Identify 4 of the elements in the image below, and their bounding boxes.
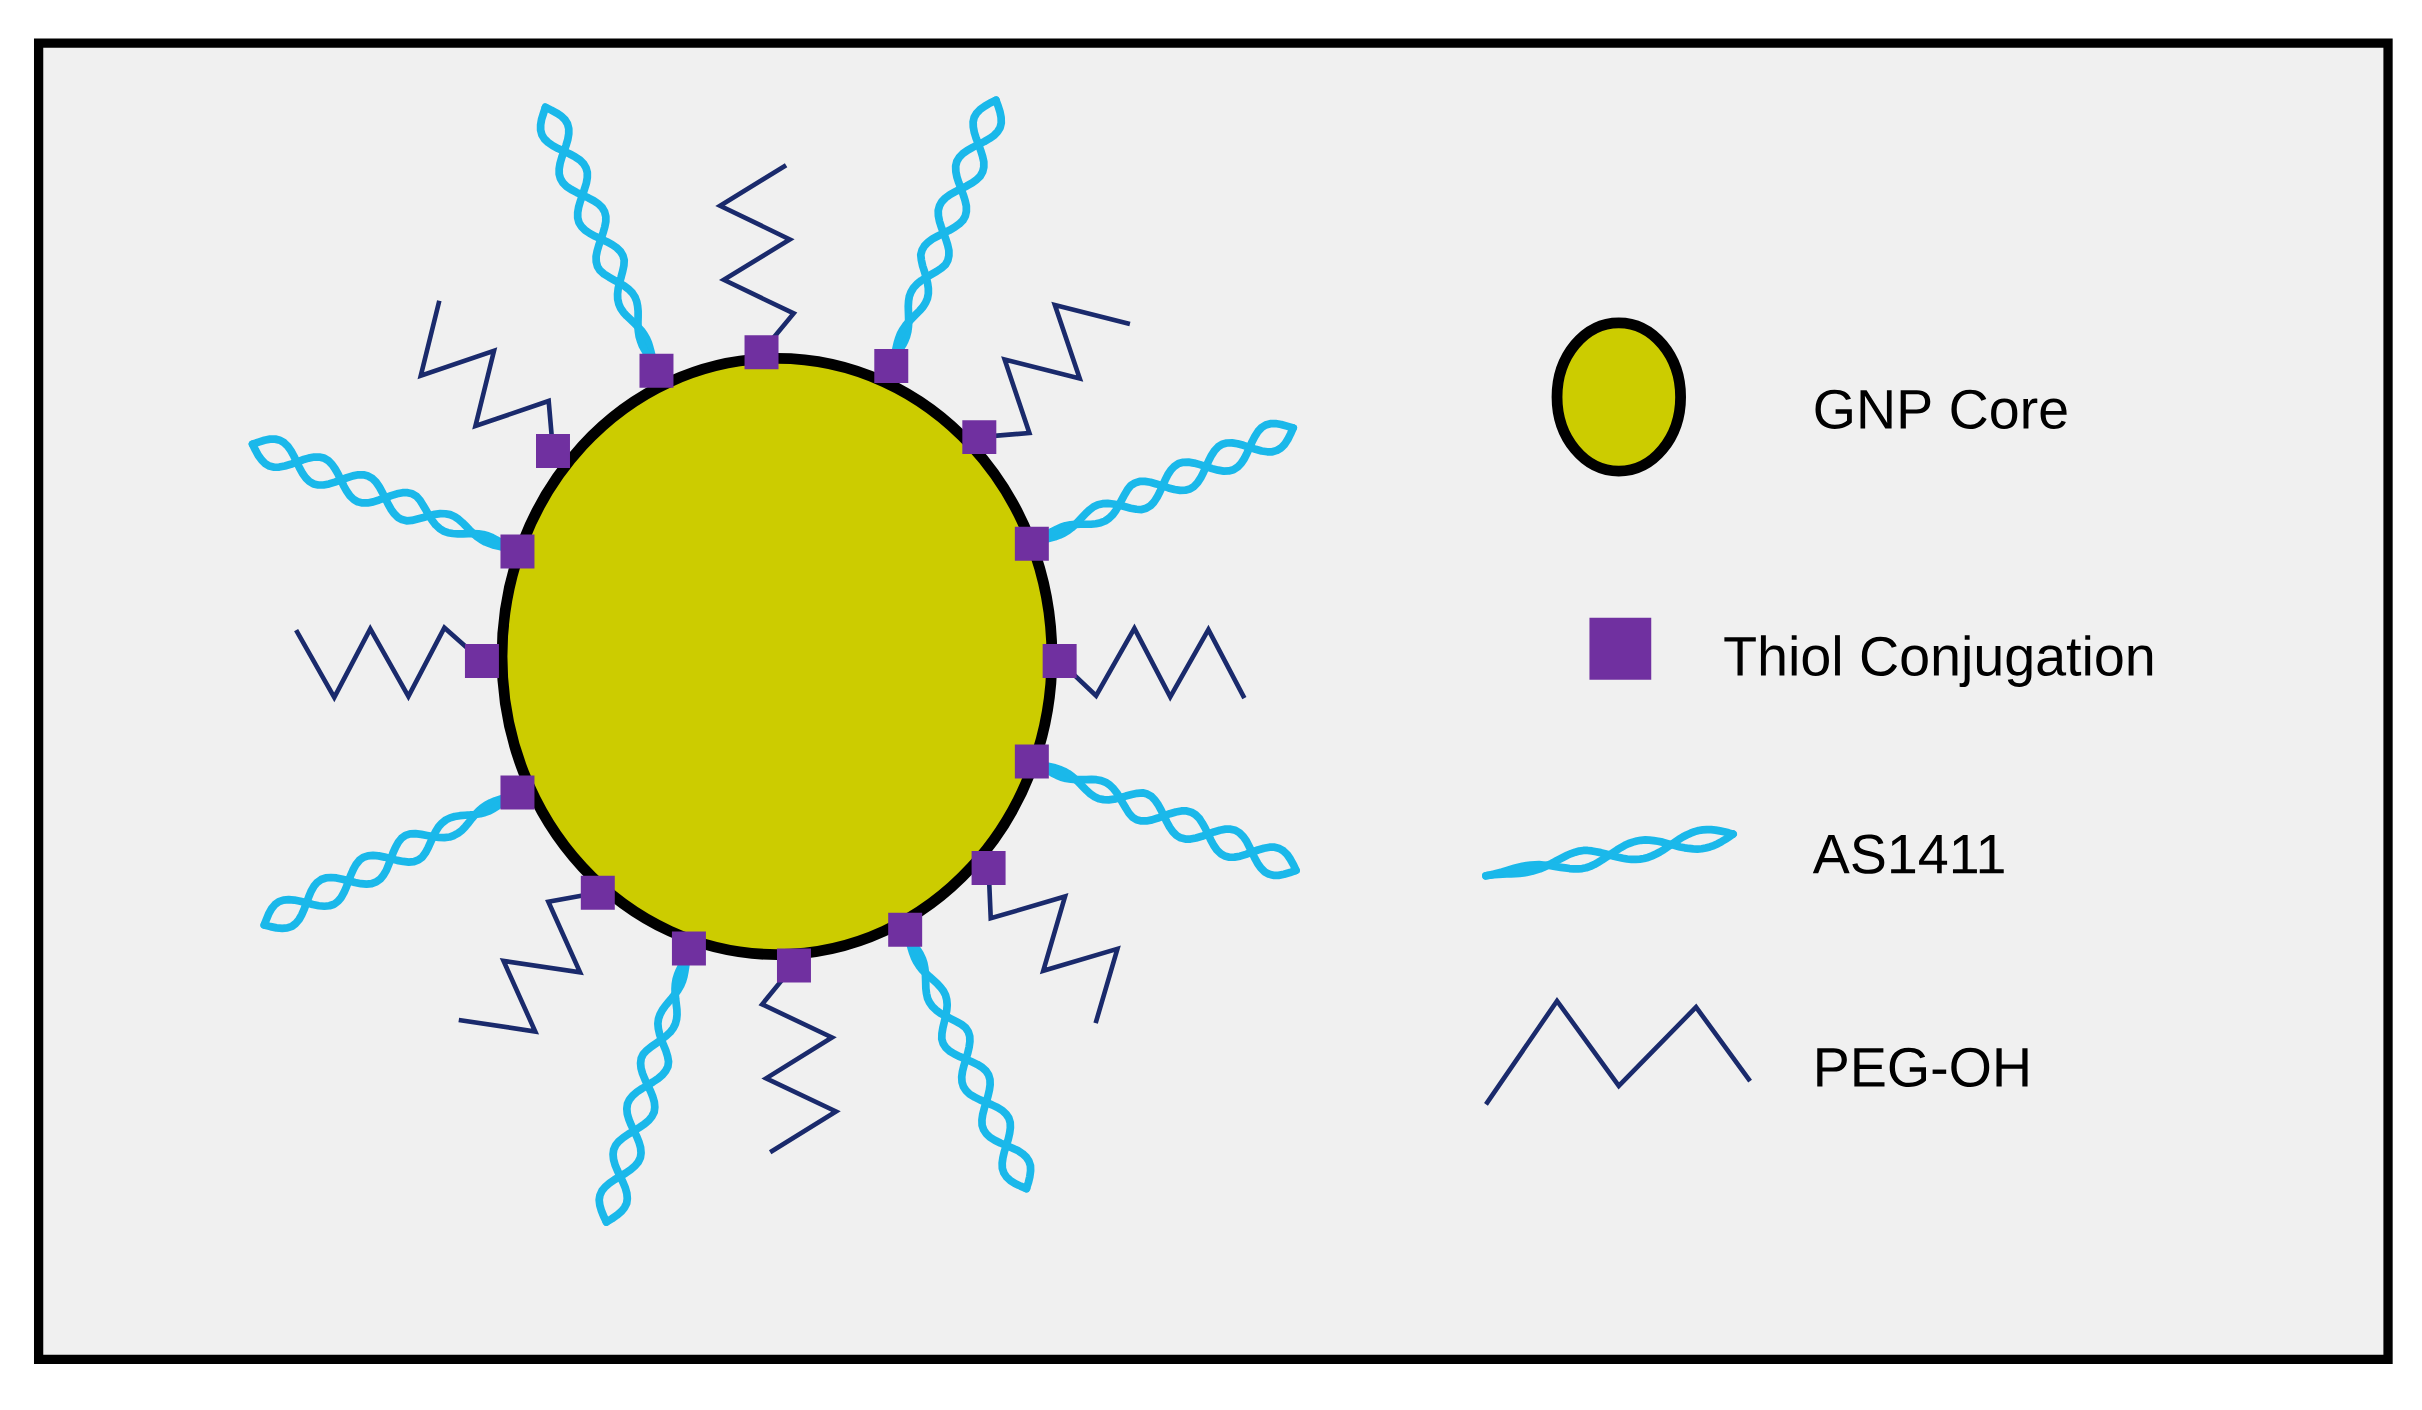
legend-text: PEG-OH (1817, 1047, 2028, 1087)
legend-text: AS1411 (1812, 834, 2004, 874)
legend-text: Thiol Conjugation (1724, 635, 2153, 687)
legend-text: GNP Core (1815, 389, 2067, 429)
